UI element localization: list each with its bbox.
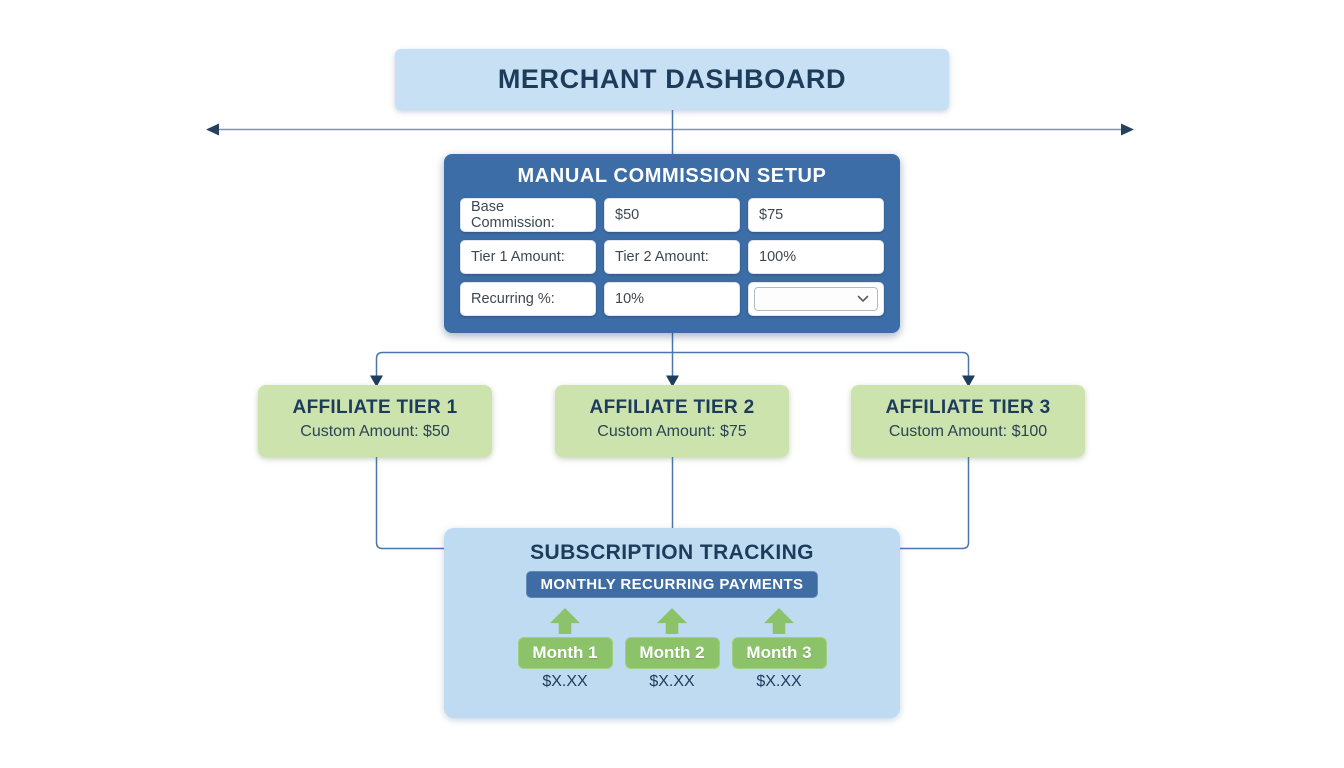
arrow-left-icon bbox=[206, 123, 219, 136]
chevron-down-icon bbox=[857, 295, 869, 303]
arrow-up-icon bbox=[657, 608, 687, 634]
arrow-up-icon bbox=[550, 608, 580, 634]
tier-1-title: AFFILIATE TIER 1 bbox=[292, 397, 458, 418]
affiliate-tier-3-box: AFFILIATE TIER 3 Custom Amount: $100 bbox=[851, 385, 1085, 457]
merchant-dashboard-title: MERCHANT DASHBOARD bbox=[497, 64, 847, 94]
connector-commission-tiers bbox=[375, 333, 970, 377]
base-commission-value-field[interactable]: $50 bbox=[604, 198, 740, 232]
month-3-column: Month 3 $X.XX bbox=[731, 608, 827, 691]
merchant-dashboard-header: MERCHANT DASHBOARD bbox=[395, 49, 949, 110]
connector-tiers-subscription bbox=[375, 457, 970, 550]
tier-3-custom-amount: Custom Amount: $100 bbox=[888, 423, 1048, 440]
month-1-amount: $X.XX bbox=[542, 673, 588, 690]
subscription-tracking-title: SUBSCRIPTION TRACKING bbox=[530, 541, 814, 564]
month-3-box: Month 3 bbox=[731, 637, 827, 669]
subscription-tracking-panel: SUBSCRIPTION TRACKING MONTHLY RECURRING … bbox=[444, 528, 900, 718]
recurring-value-field[interactable]: 10% bbox=[604, 282, 740, 316]
month-1-box: Month 1 bbox=[517, 637, 613, 669]
percent-value-field[interactable]: 100% bbox=[748, 240, 884, 274]
commission-value-field[interactable]: $75 bbox=[748, 198, 884, 232]
month-2-amount: $X.XX bbox=[649, 673, 695, 690]
months-row: Month 1 $X.XX Month 2 $X.XX Month 3 $X.X… bbox=[444, 608, 900, 691]
tier-3-title: AFFILIATE TIER 3 bbox=[885, 397, 1051, 418]
arrow-right-icon bbox=[1121, 123, 1134, 136]
month-2-box: Month 2 bbox=[624, 637, 720, 669]
tier1-amount-label: Tier 1 Amount: bbox=[460, 240, 596, 274]
branch-arrowheads bbox=[370, 375, 975, 387]
affiliate-tier-2-box: AFFILIATE TIER 2 Custom Amount: $75 bbox=[555, 385, 789, 457]
tier-1-custom-amount: Custom Amount: $50 bbox=[300, 423, 450, 440]
tier2-amount-label: Tier 2 Amount: bbox=[604, 240, 740, 274]
arrow-down-icon bbox=[370, 375, 383, 387]
month-3-amount: $X.XX bbox=[756, 673, 802, 690]
arrow-up-icon bbox=[764, 608, 794, 634]
recurring-percent-label: Recurring %: bbox=[460, 282, 596, 316]
horizontal-double-arrow bbox=[206, 123, 1134, 136]
commission-setup-title: MANUAL COMMISSION SETUP bbox=[517, 165, 827, 187]
commission-dropdown[interactable] bbox=[754, 287, 878, 311]
commission-select-cell bbox=[748, 282, 884, 316]
arrow-down-icon bbox=[666, 375, 679, 387]
month-1-column: Month 1 $X.XX bbox=[517, 608, 613, 691]
month-2-column: Month 2 $X.XX bbox=[624, 608, 720, 691]
commission-grid: Base Commission: $50 $75 Tier 1 Amount: … bbox=[460, 198, 884, 316]
tier-2-custom-amount: Custom Amount: $75 bbox=[597, 423, 747, 440]
arrow-down-icon bbox=[962, 375, 975, 387]
affiliate-tier-1-box: AFFILIATE TIER 1 Custom Amount: $50 bbox=[258, 385, 492, 457]
tier-2-title: AFFILIATE TIER 2 bbox=[589, 397, 755, 418]
monthly-recurring-payments-badge: MONTHLY RECURRING PAYMENTS bbox=[525, 571, 819, 598]
base-commission-label: Base Commission: bbox=[460, 198, 596, 232]
commission-setup-panel: MANUAL COMMISSION SETUP Base Commission:… bbox=[444, 154, 900, 333]
